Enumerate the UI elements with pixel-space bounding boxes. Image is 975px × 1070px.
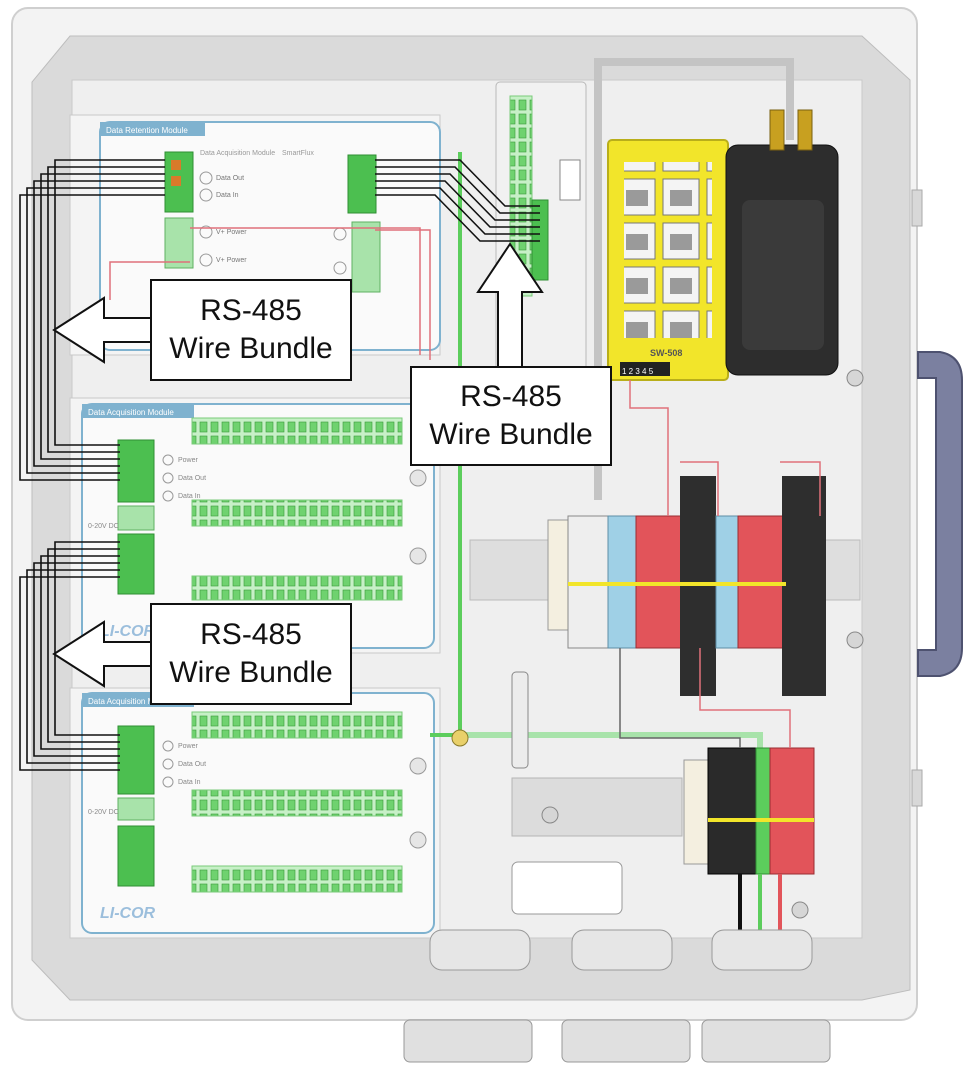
rs485-bundle-1 [19, 159, 165, 481]
retention-connector-right-lower [351, 221, 381, 293]
acq1-logo: LI-COR [100, 623, 156, 640]
rs485-callout-2-line2: Wire Bundle [429, 418, 593, 451]
hinge-bottom [911, 769, 923, 807]
cable-gland-2 [571, 929, 673, 971]
acq1-power-label: Power [178, 457, 199, 464]
acq2-data-out-label: Data Out [178, 761, 206, 768]
terminal-block-end-2 [683, 759, 709, 865]
acq1-connector-power [117, 505, 155, 531]
acq2-terminal-strip-3 [191, 865, 403, 893]
terminal-block-red-3 [769, 747, 815, 875]
terminal-block-end [547, 519, 569, 631]
handle [917, 351, 963, 677]
acq2-connector-data [117, 725, 155, 795]
acq1-data-in-label: Data In [178, 493, 201, 500]
rs485-callout-2-line1: RS-485 [460, 380, 562, 413]
acq1-terminal-strip-2 [191, 499, 403, 527]
rs485-bundle-2 [19, 541, 120, 771]
blank-plate [511, 861, 623, 915]
acq2-connector-rs485 [117, 825, 155, 887]
retention-vpower-label: V+ Power [216, 229, 247, 236]
acq2-module-title: Data Acquisition Module [88, 697, 174, 706]
din-rail-2 [511, 777, 683, 837]
retention-acq-label: Data Acquisition Module [200, 150, 275, 157]
ethernet-ports [624, 162, 712, 338]
rs485-callout-1: RS-485 Wire Bundle [150, 279, 352, 381]
acq2-terminal-strip-1 [191, 711, 403, 739]
acq1-connector-data [117, 439, 155, 503]
rs485-callout-3: RS-485 Wire Bundle [150, 603, 352, 705]
rs485-callout-1-line2: Wire Bundle [169, 332, 333, 365]
cable-gland-1 [429, 929, 531, 971]
ground-screw [451, 729, 469, 747]
acq1-range-label: 0-20V DC [88, 523, 119, 530]
retention-smartflux-label: SmartFlux [282, 150, 314, 157]
acq2-data-in-label: Data In [178, 779, 201, 786]
cable-gland-3 [711, 929, 813, 971]
retention-connector-left-lower [164, 217, 194, 269]
retention-data-in-label: Data In [216, 192, 239, 199]
cable-gland-nut-1 [403, 1019, 533, 1063]
acq1-terminal-strip-3 [191, 575, 403, 601]
ground-bar [511, 671, 529, 769]
acq2-logo: LI-COR [100, 905, 156, 922]
cable-gland-nut-3 [701, 1019, 831, 1063]
switch-label: SW-508 [650, 348, 682, 358]
rs485-callout-1-line1: RS-485 [200, 294, 302, 327]
acq1-terminal-strip-1 [191, 417, 403, 445]
acq2-range-label: 0-20V DC [88, 809, 119, 816]
antenna-connector-1 [769, 109, 785, 151]
rs485-callout-3-line2: Wire Bundle [169, 656, 333, 689]
acq1-module-title: Data Acquisition Module [88, 408, 174, 417]
switch-port-numbers: 1 2 3 4 5 [622, 367, 654, 376]
cable-gland-nut-2 [561, 1019, 691, 1063]
acq1-data-out-label: Data Out [178, 475, 206, 482]
retention-vpower-label-2: V+ Power [216, 257, 247, 264]
terminal-bracket-2 [782, 476, 826, 696]
retention-data-out-label: Data Out [216, 175, 244, 182]
retention-connector-right [347, 154, 377, 214]
rs485-bundle-3 [375, 159, 540, 242]
acq2-connector-power [117, 797, 155, 821]
mounting-frame [594, 58, 794, 500]
acq1-module-tab [82, 404, 194, 418]
acq2-power-label: Power [178, 743, 199, 750]
hinge-top [911, 189, 923, 227]
rs485-callout-2: RS-485 Wire Bundle [410, 366, 612, 466]
retention-module-title: Data Retention Module [106, 126, 188, 135]
terminal-block-black [707, 747, 757, 875]
antenna-connector-2 [797, 109, 813, 151]
acq2-terminal-strip-2 [191, 789, 403, 817]
terminal-block-green [755, 747, 771, 875]
retention-module-tab [100, 122, 205, 136]
acq1-connector-rs485 [117, 533, 155, 595]
rs485-callout-3-line1: RS-485 [200, 618, 302, 651]
